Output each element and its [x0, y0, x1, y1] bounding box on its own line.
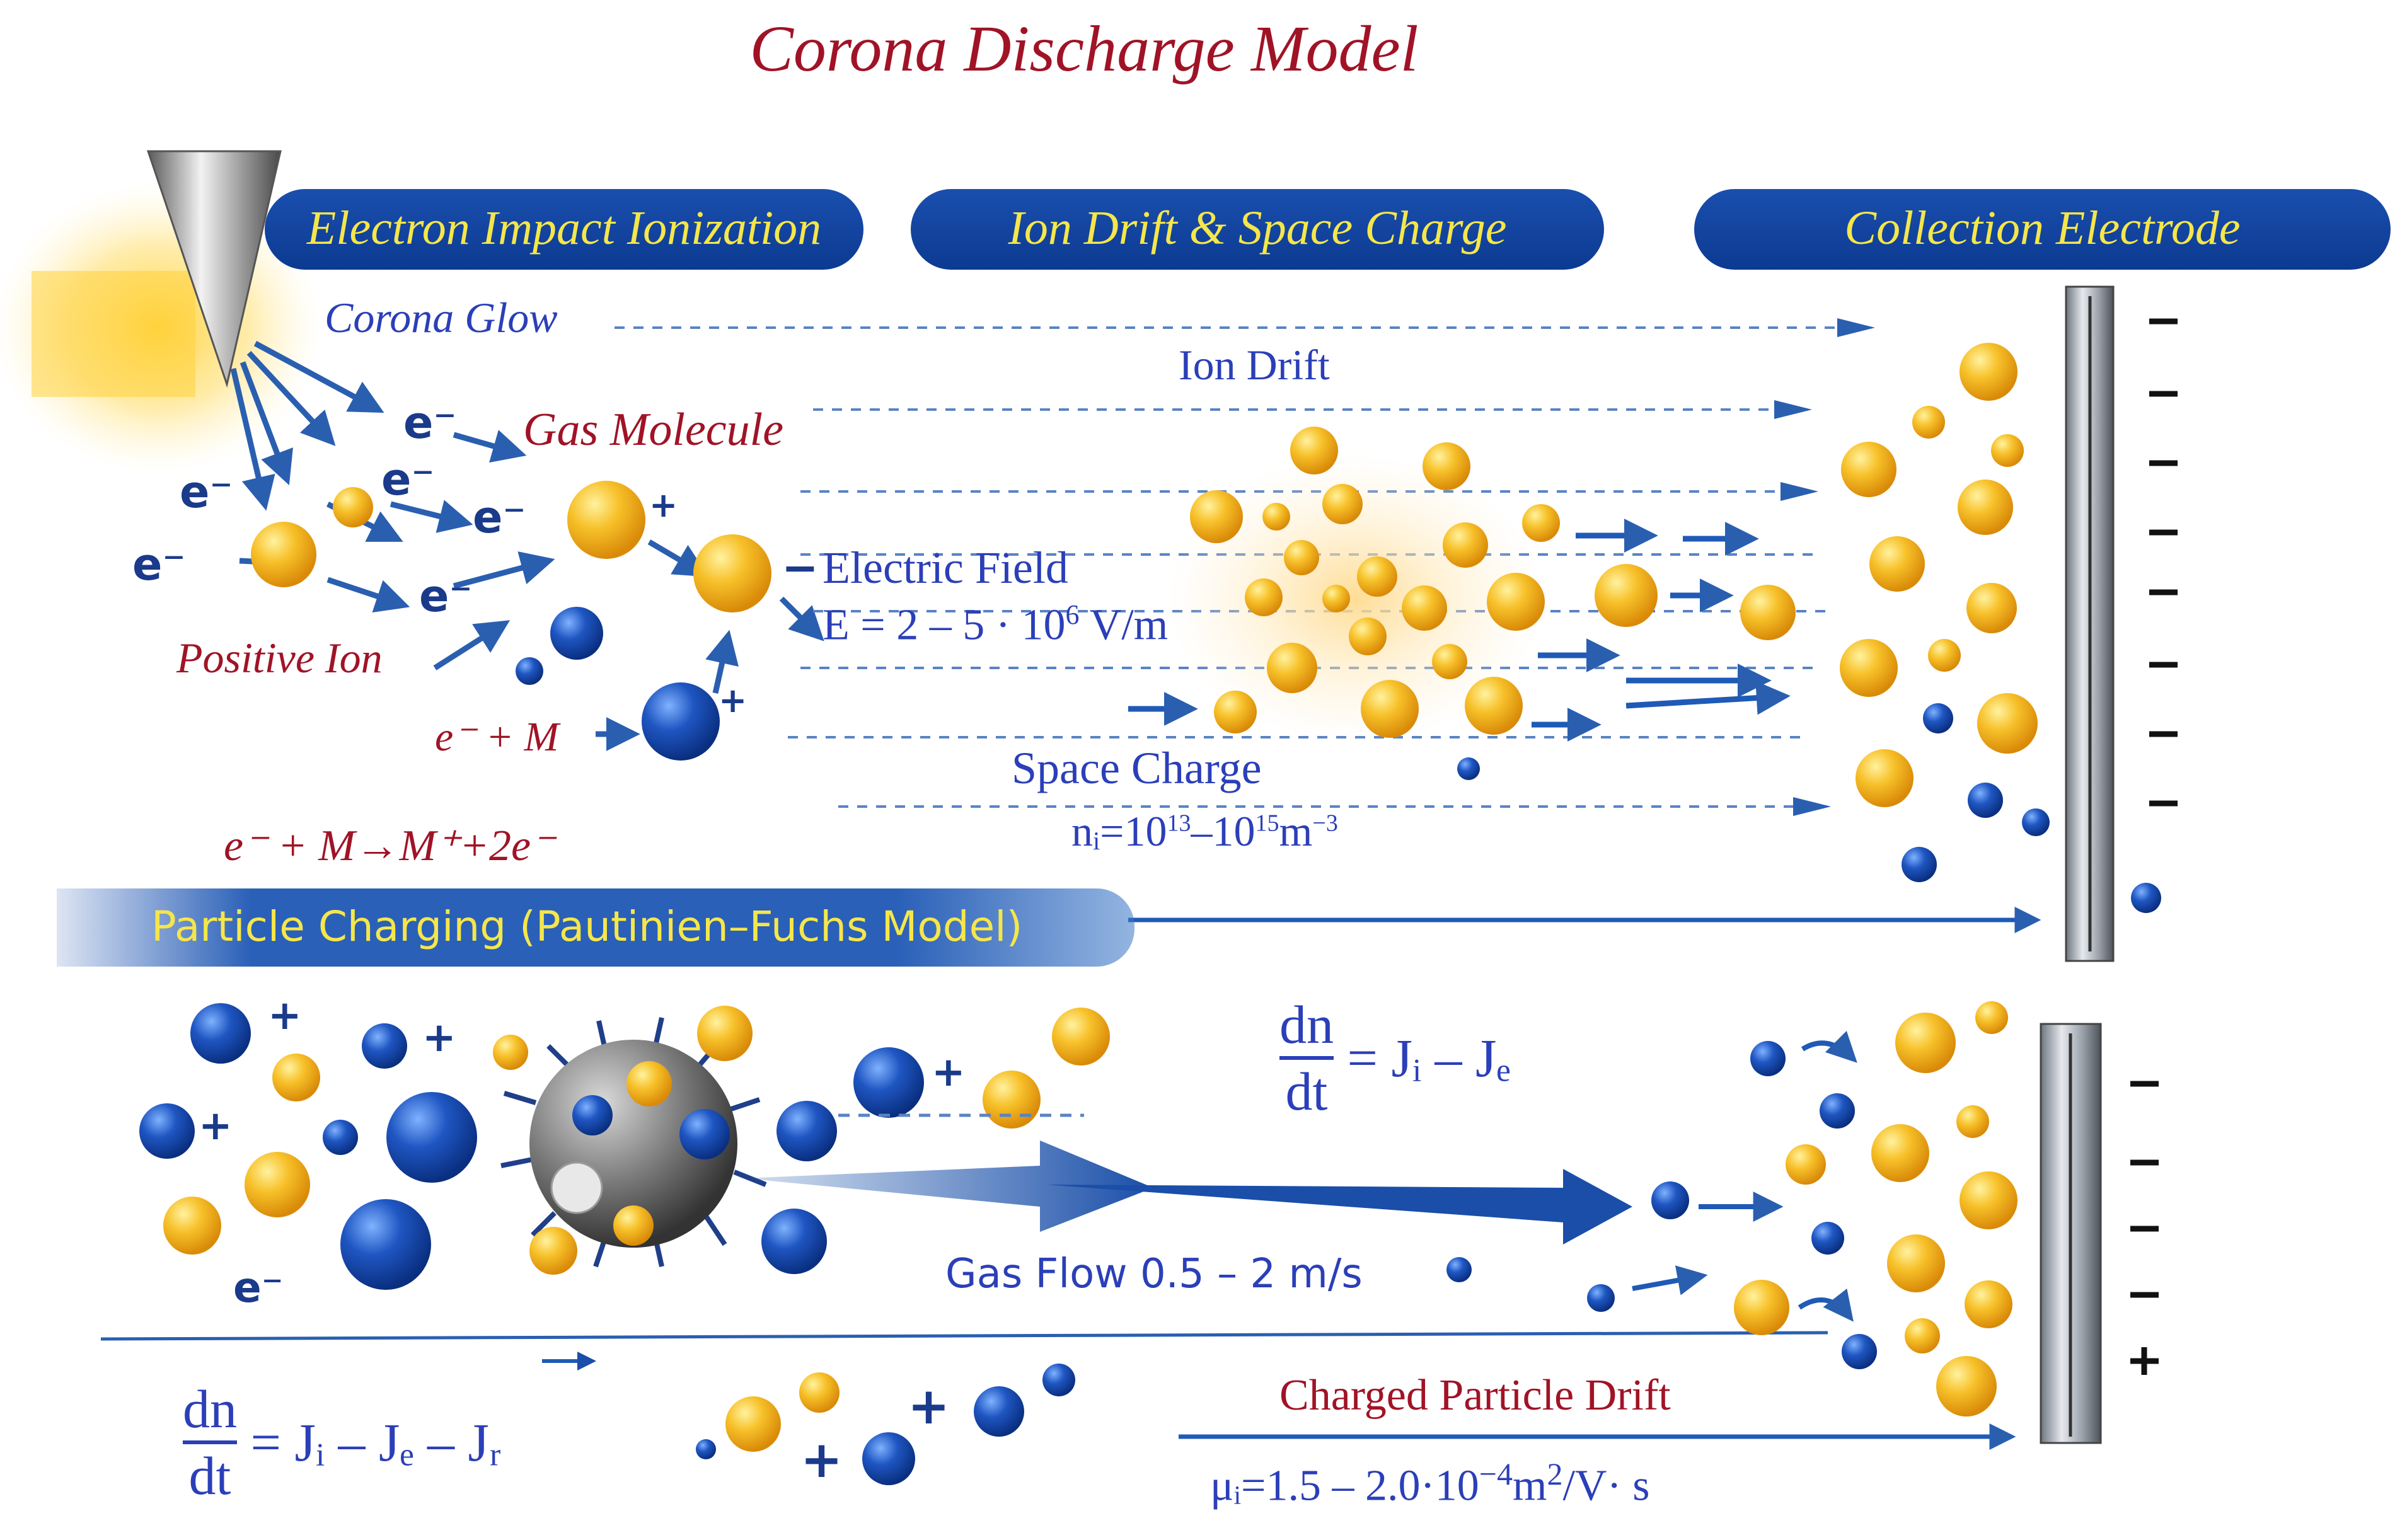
- corona-glow-core: [32, 271, 195, 397]
- banner-collection-label: Collection Electrode: [1844, 202, 2241, 255]
- equation-lower-denominator: dt: [188, 1445, 231, 1506]
- reaction-label: e⁻ + M→M⁺+2e⁻: [224, 822, 555, 870]
- electric-field-label: Electric Field: [823, 543, 1068, 593]
- gas-molecule-label: Gas Molecule: [523, 404, 784, 456]
- corona-glow-label: Corona Glow: [325, 294, 558, 342]
- lower-flow-line: [100, 1331, 1828, 1341]
- needle-electrode-icon: [146, 150, 282, 388]
- density-unit: m: [1279, 807, 1313, 855]
- equation-upper: dn dt = Jᵢ – Jₑ: [1279, 996, 1511, 1120]
- minus-sign-1: −: [782, 542, 819, 594]
- electrode-minus-marks: [2149, 318, 2178, 807]
- lower-right-arrows: [1632, 1030, 1857, 1322]
- mobility-label: μᵢ=1.5 – 2.0·10−4m2/V· s: [1210, 1456, 1650, 1511]
- equation-lower-rhs: = Jᵢ – Jₑ – Jᵣ: [250, 1412, 502, 1473]
- equation-lower: dn dt = Jᵢ – Jₑ – Jᵣ: [183, 1380, 502, 1505]
- collected-ions: [1840, 343, 2161, 913]
- density-exp3: −3: [1312, 810, 1338, 837]
- equation-upper-rhs: = Jᵢ – Jₑ: [1347, 1028, 1511, 1088]
- electron-label-2: e⁻: [381, 454, 435, 505]
- mobility-exp2: 2: [1547, 1456, 1563, 1491]
- electron-label-5: e⁻: [132, 539, 186, 590]
- particle-drift-label: Charged Particle Drift: [1279, 1371, 1671, 1420]
- electron-label-7: e⁻: [233, 1263, 284, 1312]
- particle-charging-banner: Particle Charging (Pautinien–Fuchs Model…: [57, 888, 1134, 967]
- field-value-exp: 6: [1065, 599, 1080, 630]
- density-exp2: 15: [1255, 810, 1279, 837]
- banner-drift: Ion Drift & Space Charge: [911, 189, 1604, 270]
- collision-label: e⁻ + M: [435, 714, 559, 760]
- equation-upper-bar: [1279, 1056, 1334, 1060]
- page-title: Corona Discharge Model: [749, 13, 1419, 85]
- charging-ions: [139, 1003, 1110, 1290]
- banner-drift-label: Ion Drift & Space Charge: [1008, 202, 1507, 255]
- ion-drift-arrowheads: [1774, 318, 1875, 816]
- electron-label-4: e⁻: [473, 491, 526, 543]
- lower-minus-marks: [2130, 1081, 2159, 1375]
- equation-upper-numerator: dn: [1279, 994, 1334, 1055]
- gas-flow-arrow-2: [1046, 1169, 1632, 1244]
- banner-ionization-label: Electron Impact Ionization: [306, 202, 822, 255]
- negative-ion-icon: [516, 607, 720, 761]
- space-charge-label: Space Charge: [1012, 743, 1262, 793]
- space-charge-ions: [1190, 427, 1796, 780]
- plus-sign-3: +: [199, 1103, 233, 1149]
- equation-upper-fraction: dn dt: [1279, 996, 1334, 1120]
- mobility-base: μᵢ=1.5 – 2.0·10: [1210, 1461, 1479, 1510]
- banner-collection: Collection Electrode: [1694, 189, 2391, 270]
- ion-drift-label: Ion Drift: [1179, 341, 1330, 389]
- equation-upper-denominator: dt: [1285, 1061, 1328, 1122]
- lower-collected-ions: [1734, 1001, 2017, 1416]
- banner-ionization: Electron Impact Ionization: [265, 189, 863, 270]
- mobility-exp: −4: [1479, 1456, 1513, 1491]
- plus-sign-5: +: [908, 1377, 950, 1435]
- density-base: nᵢ=10: [1071, 807, 1167, 855]
- density-mid: –10: [1191, 807, 1255, 855]
- particle-charging-label: Particle Charging (Pautinien–Fuchs Model…: [151, 902, 1023, 951]
- plus-sign-6: +: [800, 1430, 843, 1489]
- positive-ion-icon: [251, 481, 771, 612]
- field-value-unit: V/m: [1079, 600, 1169, 650]
- gas-flow-arrow-1: [744, 1141, 1153, 1232]
- electron-label-3: e⁻: [180, 466, 233, 518]
- drift-ions: [696, 1181, 1689, 1485]
- plus-sign-1: +: [268, 992, 302, 1039]
- equation-lower-bar: [183, 1440, 237, 1444]
- field-value-label: E = 2 – 5 · 106 V/m: [823, 599, 1168, 650]
- equation-lower-fraction: dn dt: [183, 1380, 237, 1505]
- plus-sign-8: +: [649, 485, 678, 525]
- field-value-base: E = 2 – 5 · 10: [823, 600, 1066, 650]
- mobility-tail: /V· s: [1562, 1461, 1650, 1510]
- gas-flow-label: Gas Flow 0.5 – 2 m/s: [945, 1251, 1363, 1297]
- plus-sign-4: +: [932, 1049, 966, 1096]
- equation-lower-numerator: dn: [183, 1379, 237, 1439]
- dust-particle-icon: [500, 1017, 767, 1275]
- mobility-unit: m: [1512, 1461, 1547, 1510]
- positive-ion-label: Positive Ion: [176, 634, 383, 682]
- space-charge-arrows: [1128, 519, 1791, 742]
- plus-sign-2: +: [422, 1014, 456, 1061]
- electron-label-1: e⁻: [403, 397, 457, 449]
- density-label: nᵢ=1013–1015m−3: [1071, 807, 1338, 856]
- density-exp1: 13: [1167, 810, 1191, 837]
- electron-label-6: e⁻: [419, 570, 473, 622]
- plus-sign-7: +: [719, 681, 747, 720]
